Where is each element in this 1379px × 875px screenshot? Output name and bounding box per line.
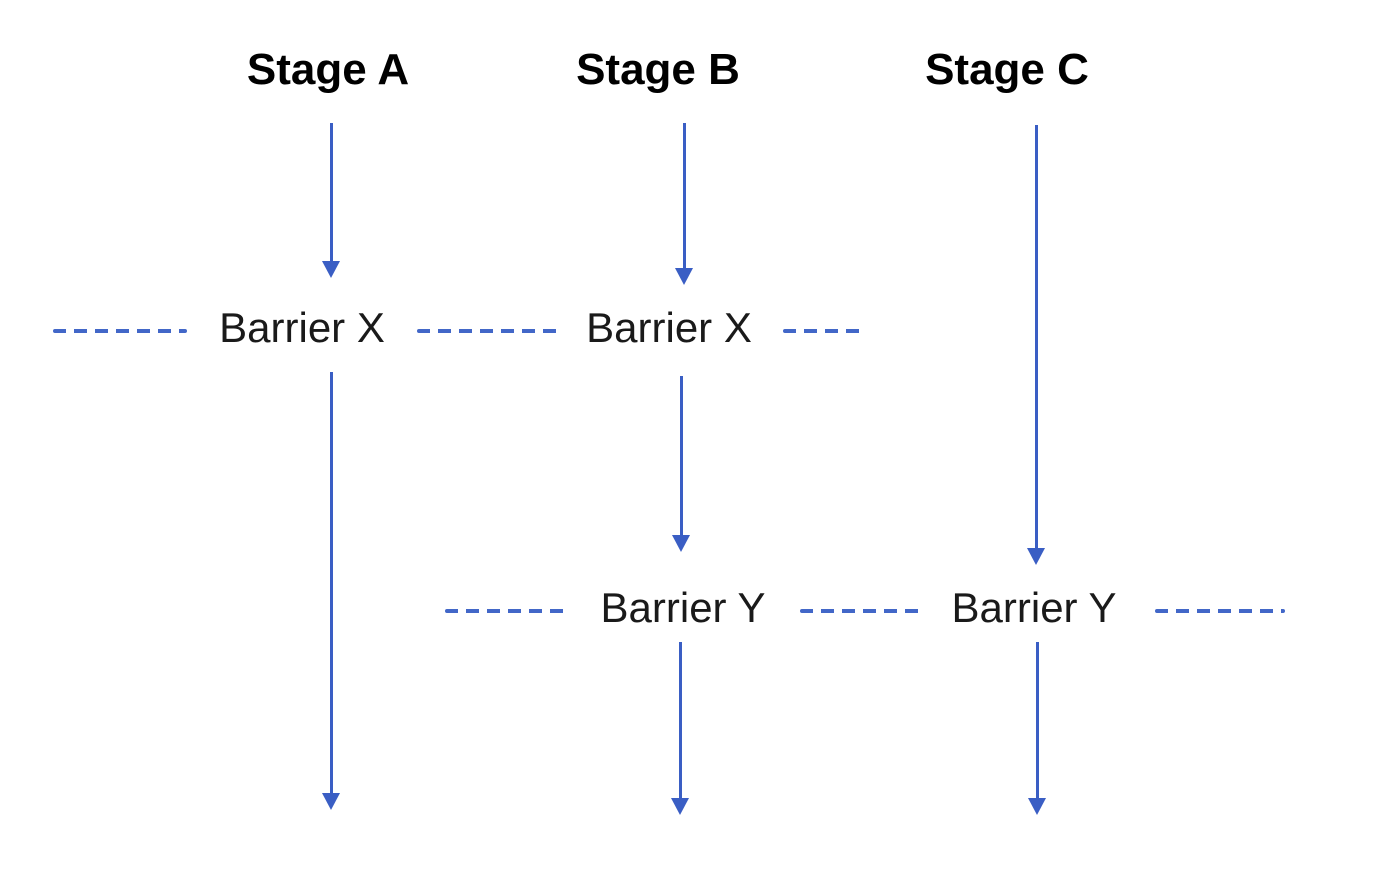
stage-c-title: Stage C bbox=[925, 45, 1089, 94]
stage-c-arrow-to-end bbox=[1035, 642, 1039, 800]
barrier-x-label-stage-b: Barrier X bbox=[586, 304, 752, 352]
barrier-x-label-stage-a: Barrier X bbox=[219, 304, 385, 352]
barrier-y-label-stage-b: Barrier Y bbox=[600, 584, 766, 632]
stage-a-arrow-to-end bbox=[329, 372, 333, 795]
barrier-y-dash-middle bbox=[800, 609, 920, 613]
barrier-x-dash-right bbox=[783, 329, 866, 333]
stage-b-arrow-to-barrier-x bbox=[682, 123, 686, 270]
barrier-y-dash-left bbox=[445, 609, 570, 613]
barrier-x-dash-left bbox=[53, 329, 187, 333]
stage-b-title: Stage B bbox=[576, 45, 740, 94]
barrier-y-label-stage-c: Barrier Y bbox=[951, 584, 1117, 632]
stage-a-arrow-to-barrier-x bbox=[329, 123, 333, 263]
stage-c-arrow-to-barrier-y bbox=[1034, 125, 1038, 550]
stage-b-arrow-to-barrier-y bbox=[679, 376, 683, 537]
barrier-x-dash-middle bbox=[417, 329, 562, 333]
stage-b-arrow-to-end bbox=[678, 642, 682, 800]
barrier-y-dash-right bbox=[1155, 609, 1285, 613]
stage-a-title: Stage A bbox=[246, 45, 410, 94]
